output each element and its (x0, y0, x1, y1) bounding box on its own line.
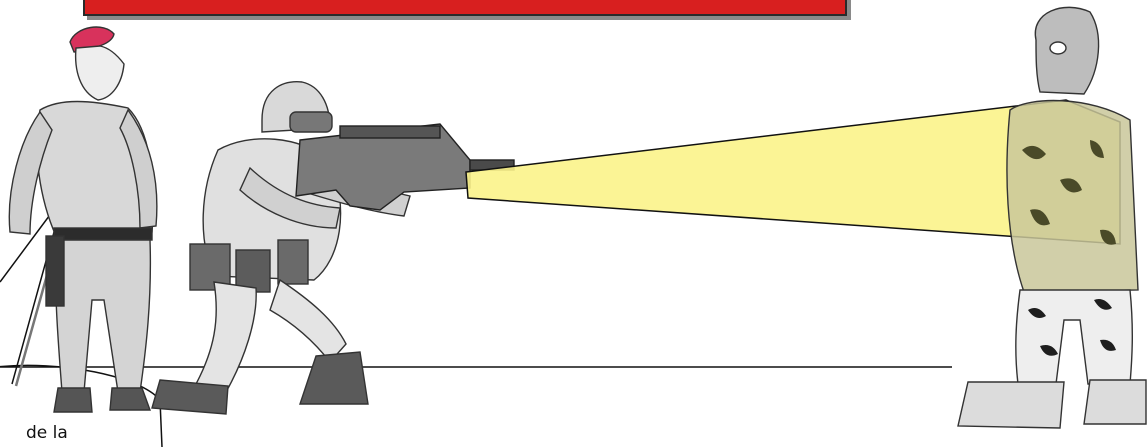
goggles (289, 111, 333, 133)
camo-patches (1022, 140, 1116, 245)
soldier-red-beret (8, 26, 158, 413)
pouch (277, 239, 309, 285)
rifle-carry-handle (339, 125, 441, 139)
target-eye (1049, 41, 1067, 55)
officer-legs (54, 239, 152, 393)
officer-arm-right (119, 108, 158, 229)
officer-arm-left (8, 110, 53, 235)
shooter-boot (299, 351, 369, 405)
shooter-arm (239, 166, 341, 229)
speech-bubble-text: de la (26, 423, 68, 443)
pouch (189, 243, 231, 291)
officer-boots (53, 387, 151, 413)
rifle-icon (295, 123, 515, 211)
officer-belt (53, 227, 153, 241)
target-head (1034, 6, 1100, 95)
masked-figure-camouflage (957, 6, 1147, 429)
leg-camo (1028, 299, 1116, 356)
officer-head (74, 45, 125, 101)
title-banner (83, 0, 847, 16)
shooter-boot (151, 379, 229, 415)
target-legs (1015, 289, 1134, 385)
target-torso (1006, 99, 1139, 293)
target-boot (1083, 379, 1147, 425)
rifle-body (295, 123, 471, 211)
shooter-leg-back (194, 281, 257, 393)
officer-holster (45, 235, 65, 307)
shooter-leg-front (269, 278, 347, 364)
target-boot (957, 381, 1065, 429)
